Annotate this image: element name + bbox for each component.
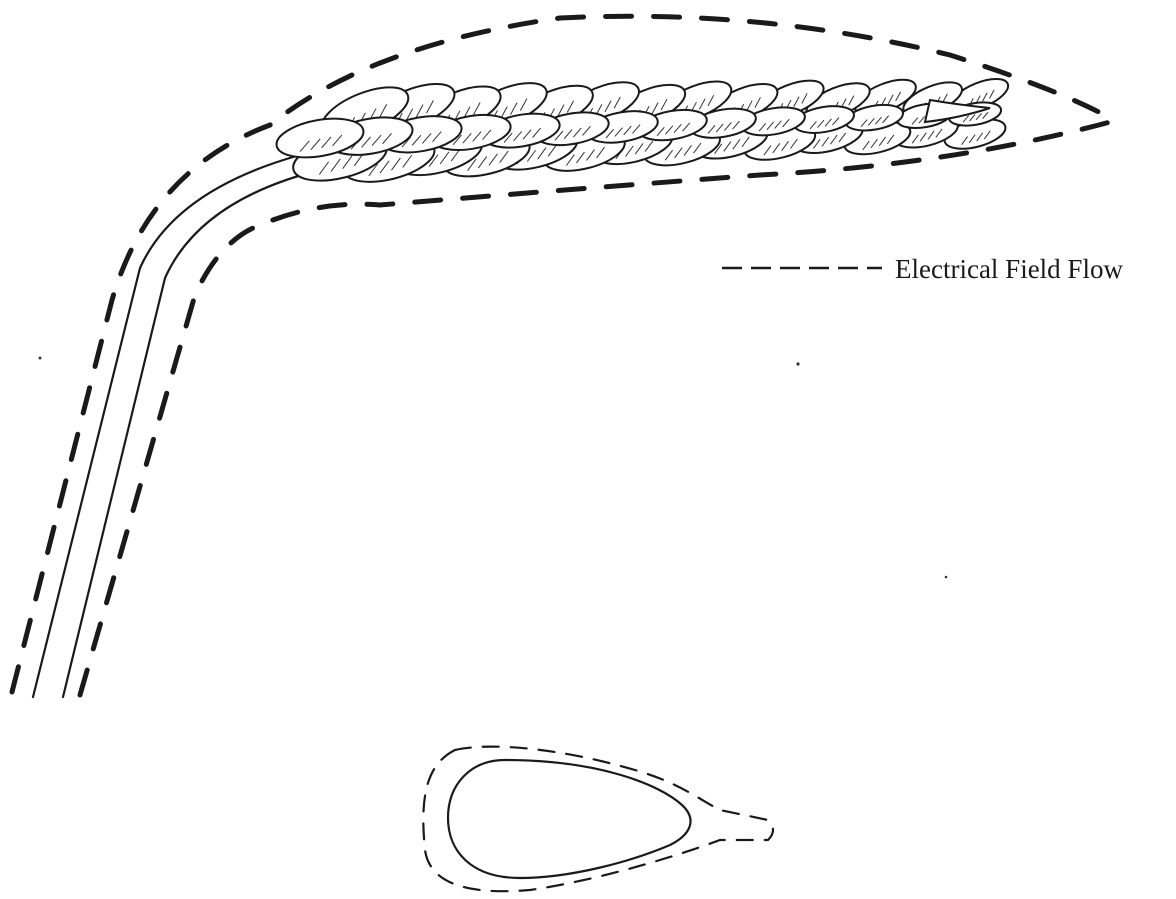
speck [39,357,42,360]
stem-inner-line [63,170,320,697]
wheat-ear [274,72,1013,190]
field-inner-contour [80,122,1110,695]
cross-section-outline [448,760,691,878]
speck [945,576,948,579]
cross-section [423,747,773,892]
speck [796,362,799,365]
legend-label: Electrical Field Flow [895,254,1123,285]
wheat-stem [33,155,320,697]
stem-outer-line [33,155,300,697]
